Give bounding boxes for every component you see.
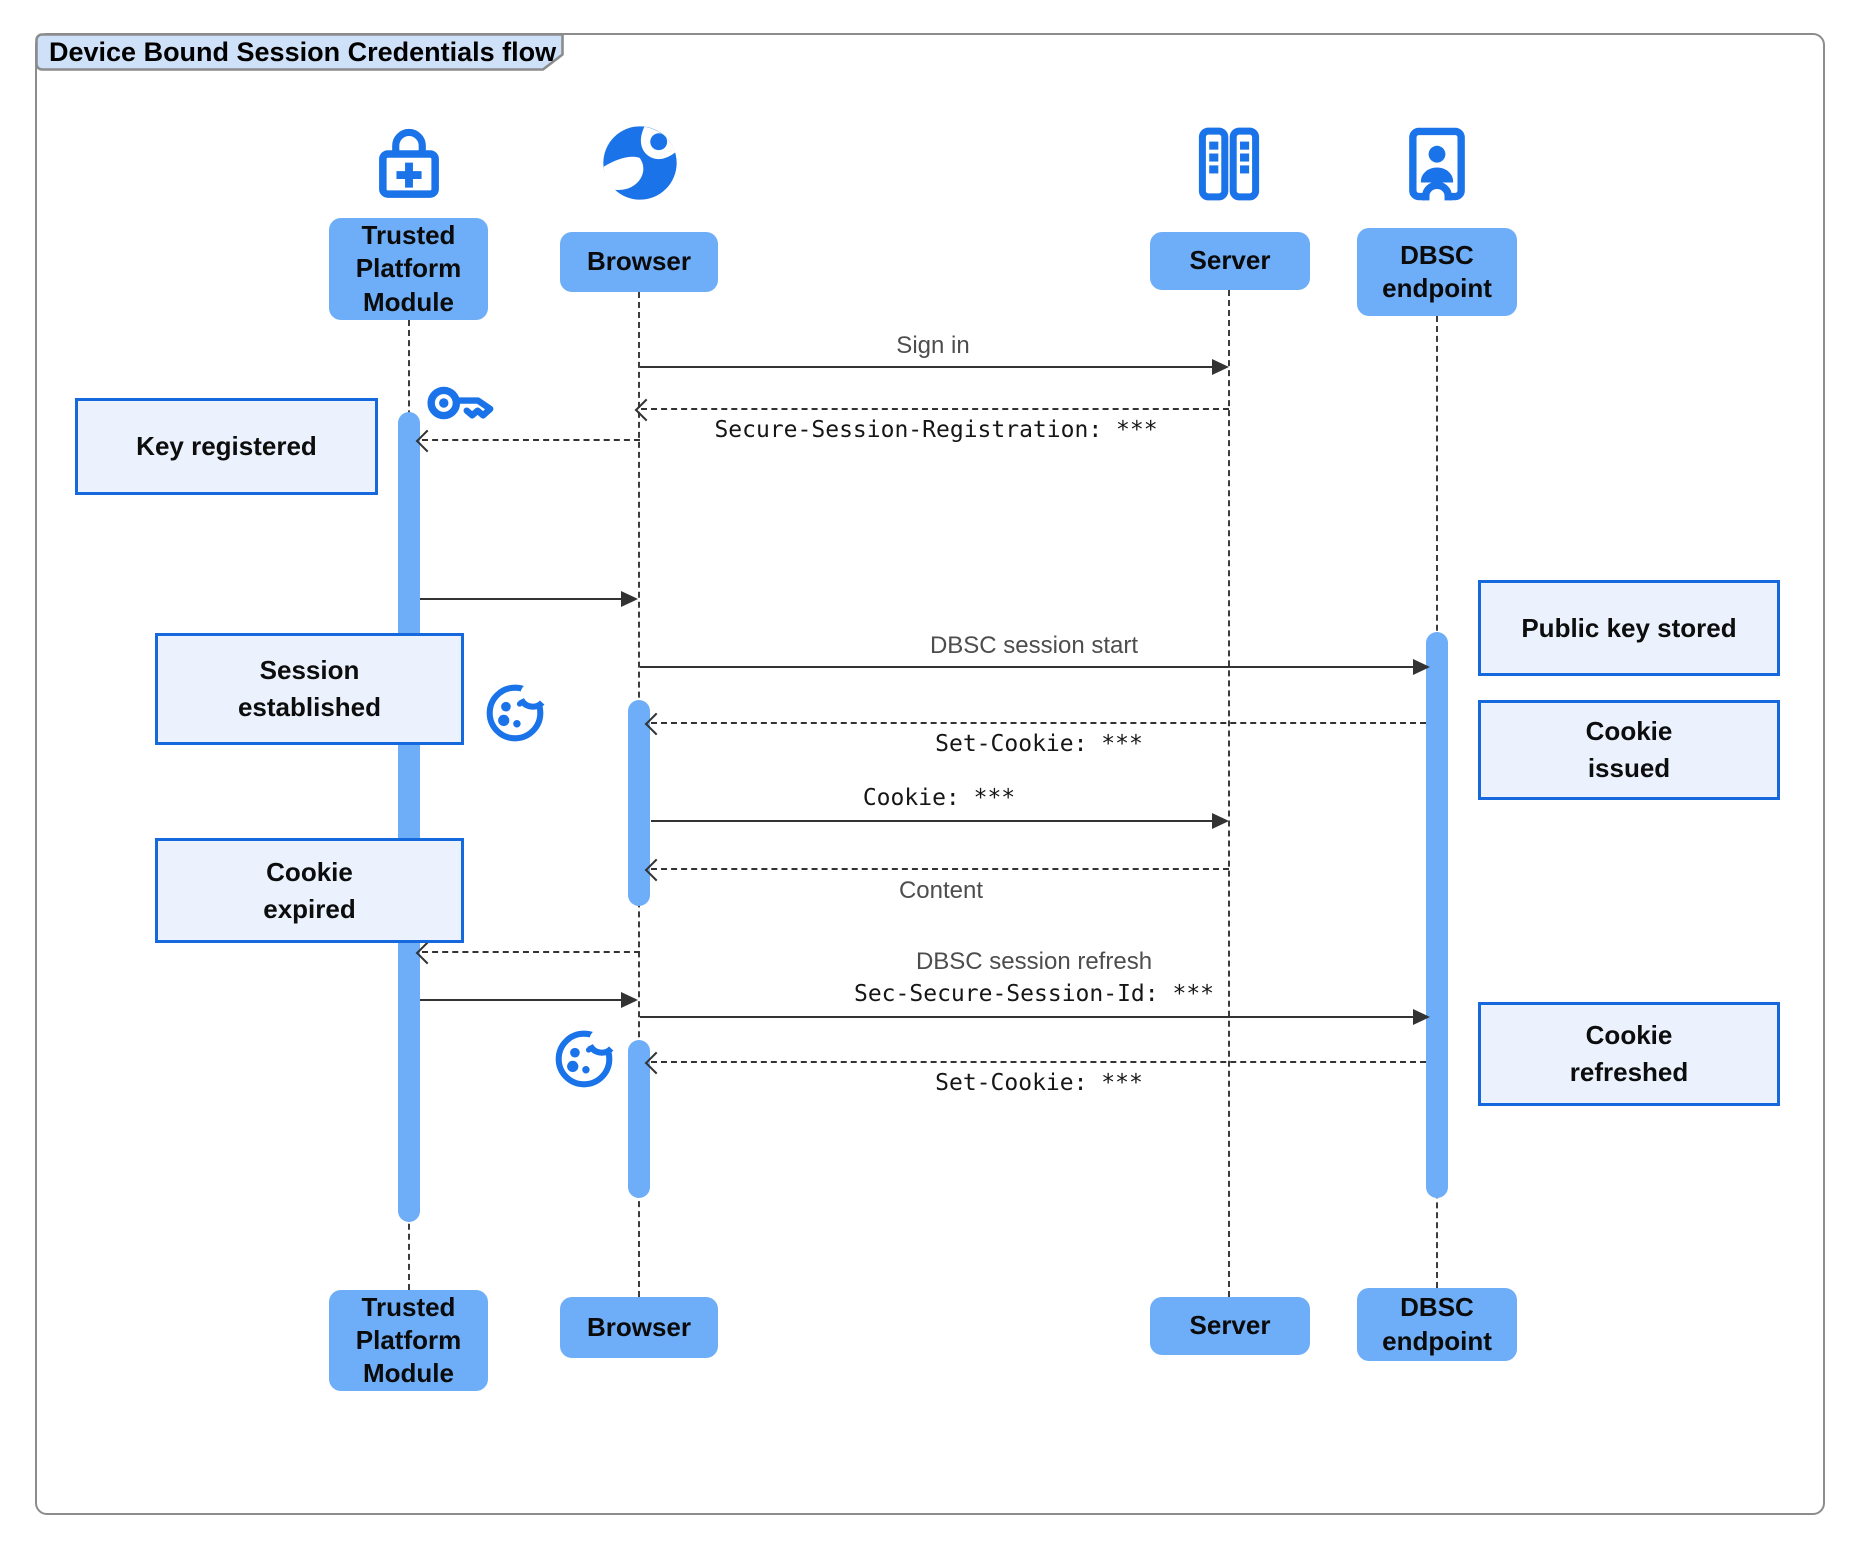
activation-bar-browser-2 <box>628 1040 650 1198</box>
key-icon <box>424 378 508 428</box>
title-tab-shape <box>35 33 564 71</box>
diagram-title: Device Bound Session Credentials flow <box>49 37 557 67</box>
arrow-content <box>644 858 1229 882</box>
cookie-icon <box>551 1026 617 1092</box>
note-text: Cookie expired <box>263 856 356 924</box>
message-label-session-start: DBSC session start <box>929 632 1139 659</box>
arrow-session-refresh <box>640 1009 1430 1025</box>
participant-label: DBSC endpoint <box>1382 239 1492 303</box>
note-cookie-issued: Cookie issued <box>1478 700 1780 800</box>
diagram-title-tab: Device Bound Session Credentials flow <box>35 33 565 71</box>
server-icon <box>1187 121 1271 207</box>
message-label-session-refresh: DBSC session refresh <box>915 948 1153 975</box>
participant-top-server: Server <box>1150 232 1310 290</box>
note-public-key-stored: Public key stored <box>1478 580 1780 676</box>
note-key-registered: Key registered <box>75 398 378 495</box>
globe-icon <box>596 119 684 207</box>
participant-label: Browser <box>586 1311 692 1342</box>
participant-bottom-dbsc: DBSC endpoint <box>1357 1288 1517 1361</box>
note-session-established: Session established <box>155 633 464 745</box>
participant-bottom-server: Server <box>1150 1297 1310 1355</box>
arrow-key-ready <box>420 591 638 607</box>
participant-label: Trusted Platform Module <box>355 220 462 317</box>
note-text: Key registered <box>136 431 317 462</box>
participant-bottom-tpm: Trusted Platform Module <box>329 1290 488 1391</box>
note-cookie-expired: Cookie expired <box>155 838 464 943</box>
participant-label: Trusted Platform Module <box>355 1291 462 1389</box>
lock-plus-icon <box>366 121 452 207</box>
note-cookie-refreshed: Cookie refreshed <box>1478 1002 1780 1106</box>
activation-bar-browser-1 <box>628 700 650 906</box>
arrow-refresh-key-ready <box>420 992 638 1008</box>
participant-top-tpm: Trusted Platform Module <box>329 218 488 320</box>
note-text: Cookie issued <box>1585 716 1673 783</box>
participant-label: Server <box>1189 1310 1271 1341</box>
door-person-icon <box>1395 121 1479 207</box>
participant-bottom-browser: Browser <box>560 1297 718 1358</box>
message-label-content: Content <box>898 877 984 904</box>
participant-top-browser: Browser <box>560 232 718 292</box>
note-text: Session established <box>237 655 382 722</box>
arrow-set-cookie-2 <box>644 1051 1426 1075</box>
arrow-set-cookie-1 <box>644 712 1426 736</box>
participant-top-dbsc: DBSC endpoint <box>1357 228 1517 316</box>
arrow-session-start <box>640 659 1430 675</box>
activation-bar-dbsc <box>1426 632 1448 1198</box>
message-label-set-cookie-2: Set-Cookie: *** <box>935 1070 1143 1096</box>
message-label-session-refresh-header: Sec-Secure-Session-Id: *** <box>853 981 1215 1007</box>
arrow-session-registration <box>634 398 1229 422</box>
cookie-icon <box>482 680 548 746</box>
arrow-register-key <box>415 429 640 453</box>
note-text: Cookie refreshed <box>1569 1020 1689 1087</box>
lifeline-server <box>1228 290 1230 1297</box>
message-label-sign-in: Sign in <box>896 332 970 359</box>
activation-bar-tpm <box>398 412 420 1222</box>
participant-label: DBSC endpoint <box>1382 1292 1492 1356</box>
participant-label: Browser <box>586 246 692 277</box>
message-label-cookie: Cookie: *** <box>862 785 1016 811</box>
arrow-cookie <box>651 813 1229 829</box>
arrow-refresh-key-request <box>415 941 640 965</box>
message-label-set-cookie-1: Set-Cookie: *** <box>935 731 1143 757</box>
arrow-sign-in <box>640 359 1229 375</box>
participant-label: Server <box>1189 245 1271 276</box>
note-text: Public key stored <box>1521 612 1737 643</box>
message-label-session-registration: Secure-Session-Registration: *** <box>714 417 1158 443</box>
